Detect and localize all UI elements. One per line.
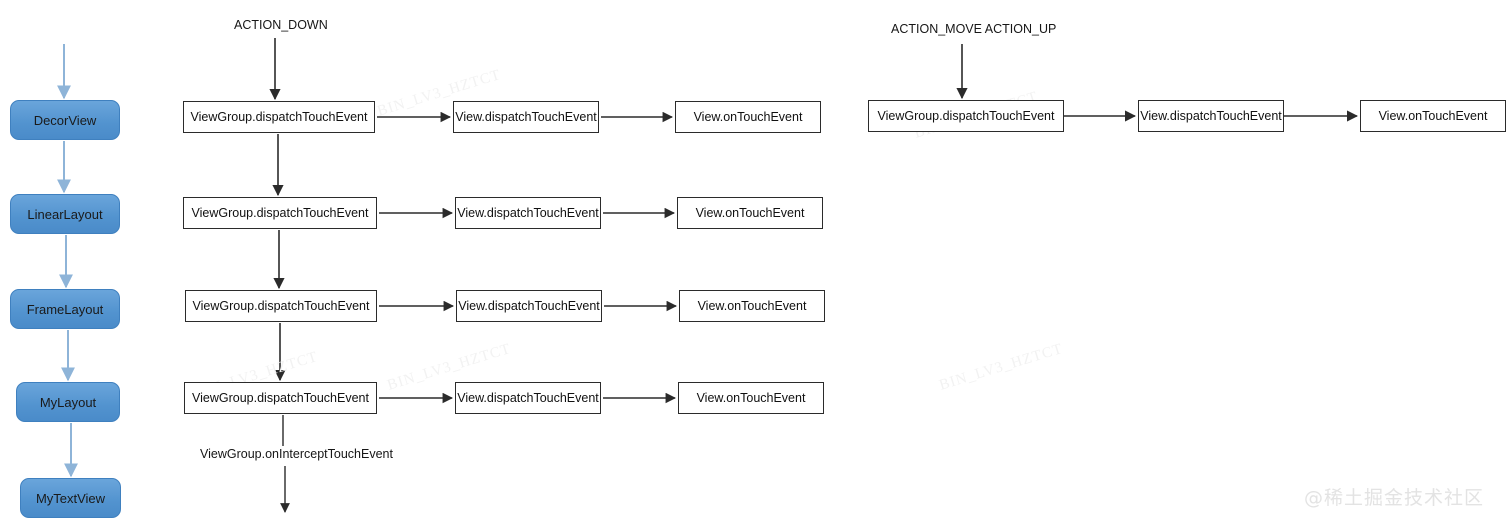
hierarchy-node-decorview[interactable]: DecorView bbox=[10, 100, 120, 140]
hierarchy-node-linearlayout[interactable]: LinearLayout bbox=[10, 194, 120, 234]
box-view-ontouchevent[interactable]: View.onTouchEvent bbox=[679, 290, 825, 322]
hierarchy-node-mytextview[interactable]: MyTextView bbox=[20, 478, 121, 518]
box-viewgroup-dispatchtouchevent[interactable]: ViewGroup.dispatchTouchEvent bbox=[183, 101, 375, 133]
box-view-ontouchevent[interactable]: View.onTouchEvent bbox=[675, 101, 821, 133]
oninterceptouchevent-label: ViewGroup.onInterceptTouchEvent bbox=[200, 447, 393, 461]
box-view-dispatchtouchevent[interactable]: View.dispatchTouchEvent bbox=[1138, 100, 1284, 132]
box-view-dispatchtouchevent[interactable]: View.dispatchTouchEvent bbox=[456, 290, 602, 322]
action-down-vertical-chain bbox=[272, 134, 286, 382]
action-move-up-label: ACTION_MOVE ACTION_UP bbox=[891, 22, 1057, 36]
box-view-dispatchtouchevent[interactable]: View.dispatchTouchEvent bbox=[453, 101, 599, 133]
box-viewgroup-dispatchtouchevent[interactable]: ViewGroup.dispatchTouchEvent bbox=[183, 197, 377, 229]
box-view-dispatchtouchevent[interactable]: View.dispatchTouchEvent bbox=[455, 382, 601, 414]
action-down-horizontal-arrows bbox=[377, 111, 678, 404]
box-view-ontouchevent[interactable]: View.onTouchEvent bbox=[677, 197, 823, 229]
hierarchy-node-mylayout[interactable]: MyLayout bbox=[16, 382, 120, 422]
hierarchy-node-framelayout[interactable]: FrameLayout bbox=[10, 289, 120, 329]
watermark-diagonal: BIN_LV3_HZTCT bbox=[937, 340, 1065, 394]
box-view-ontouchevent[interactable]: View.onTouchEvent bbox=[1360, 100, 1506, 132]
box-view-dispatchtouchevent[interactable]: View.dispatchTouchEvent bbox=[455, 197, 601, 229]
box-view-ontouchevent[interactable]: View.onTouchEvent bbox=[678, 382, 824, 414]
box-viewgroup-dispatchtouchevent[interactable]: ViewGroup.dispatchTouchEvent bbox=[868, 100, 1064, 132]
box-viewgroup-dispatchtouchevent[interactable]: ViewGroup.dispatchTouchEvent bbox=[185, 290, 377, 322]
action-down-label: ACTION_DOWN bbox=[234, 18, 328, 32]
watermark-corner: @稀土掘金技术社区 bbox=[1303, 487, 1484, 509]
box-viewgroup-dispatchtouchevent[interactable]: ViewGroup.dispatchTouchEvent bbox=[184, 382, 377, 414]
